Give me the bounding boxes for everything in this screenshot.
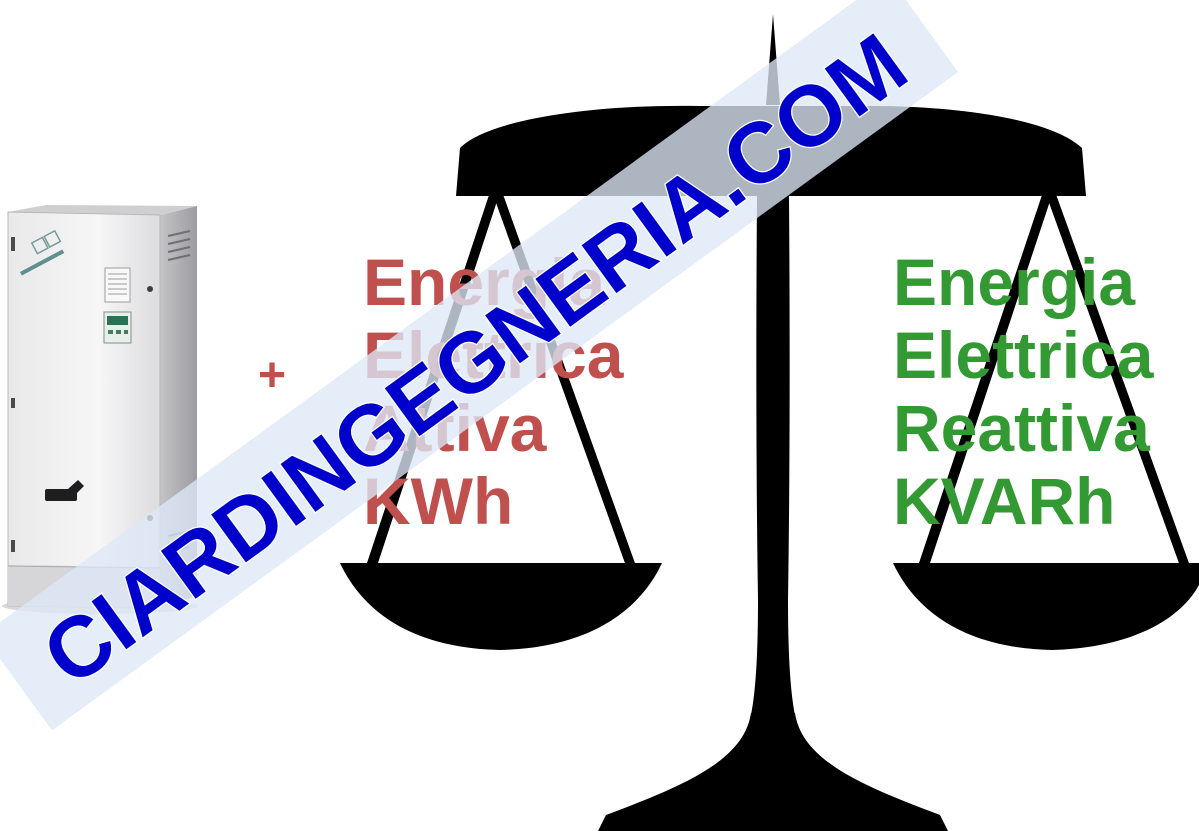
- cabinet-plinth: [8, 565, 160, 608]
- cabinet-nameplate: [104, 267, 131, 303]
- active-energy-line-1: Energia: [363, 245, 606, 319]
- capacitor-cabinet-icon: [2, 205, 198, 614]
- scale-left-pan: [340, 563, 662, 650]
- active-energy-line-3: Attiva: [363, 391, 547, 465]
- scale-base: [598, 713, 948, 831]
- reactive-energy-line-3: Reattiva: [893, 391, 1150, 465]
- plus-sign: +: [258, 349, 287, 402]
- scale-beam: [456, 105, 1086, 196]
- cabinet-side: [160, 206, 197, 608]
- reactive-energy-label: Energia Elettrica Reattiva KVARh: [893, 246, 1153, 538]
- scale-column: [751, 196, 795, 715]
- reactive-energy-line-4: KVARh: [893, 464, 1116, 538]
- active-energy-label: Energia Elettrica Attiva KWh: [363, 246, 623, 538]
- reactive-energy-line-1: Energia: [893, 245, 1136, 319]
- scale-spike: [766, 14, 780, 105]
- active-energy-line-2: Elettrica: [363, 318, 624, 392]
- scale-right-pan: [893, 563, 1199, 650]
- cabinet-front: [7, 211, 161, 609]
- scale-right-hanger: [1043, 186, 1190, 566]
- active-energy-line-4: KWh: [363, 464, 514, 538]
- reactive-energy-line-2: Elettrica: [893, 318, 1154, 392]
